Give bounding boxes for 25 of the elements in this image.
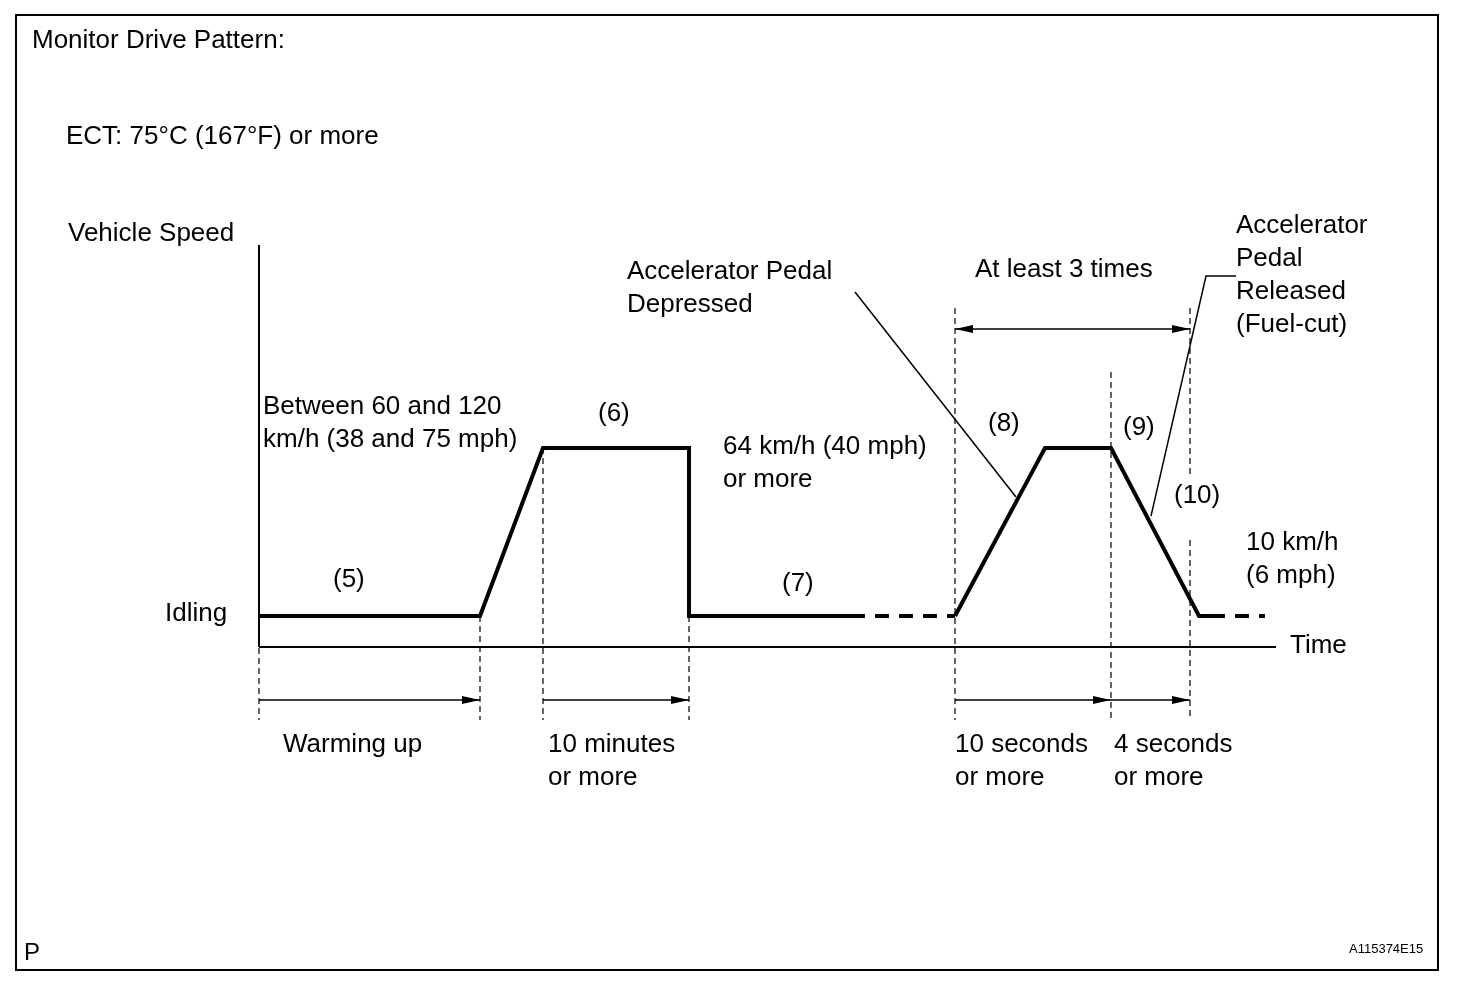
callout-text: Accelerator Pedal Released (Fuel-cut) [1236,208,1386,340]
leader-line [854,291,1017,498]
duration-label: 10 minutes or more [548,727,677,793]
callout-number: (8) [988,406,1020,439]
diagram-title: Monitor Drive Pattern: [32,23,285,56]
callout-number: (7) [782,566,814,599]
axis-tick-label: Idling [165,596,228,629]
condition-note: ECT: 75°C (167°F) or more [66,119,379,152]
corner-mark: P [24,937,40,967]
dimension-label: At least 3 times [975,252,1153,285]
axis-label: Vehicle Speed [68,216,235,249]
callout-number: (10) [1174,478,1221,511]
callout-number: (5) [333,562,365,595]
callout-number: (6) [598,396,630,429]
leader-line [1150,275,1237,517]
axis-label: Time [1290,628,1347,661]
figure-code: A115374E15 [1349,941,1424,957]
speed-range-label: Between 60 and 120 km/h (38 and 75 mph) [263,389,519,455]
duration-label: Warming up [283,727,423,760]
speed-range-label: 64 km/h (40 mph) or more [723,429,928,495]
duration-label: 4 seconds or more [1114,727,1234,793]
callout-text: Accelerator Pedal Depressed [627,254,855,320]
duration-label: 10 seconds or more [955,727,1089,793]
speed-range-label: 10 km/h (6 mph) [1246,525,1340,591]
callout-number: (9) [1123,410,1155,443]
